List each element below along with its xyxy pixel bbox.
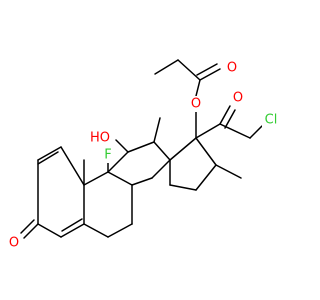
bond: [195, 164, 217, 191]
bond: [215, 164, 242, 179]
atom-labels: O HO F O O O Cl: [7, 60, 280, 251]
hydroxyl-group: HO: [87, 129, 113, 146]
bond: [195, 79, 201, 97]
bond: [107, 171, 133, 186]
atom-label-o: O: [227, 61, 237, 76]
bonds: [20, 59, 263, 239]
bond: [154, 59, 179, 75]
bond: [61, 218, 83, 232]
chlorine-atom: Cl: [262, 112, 280, 128]
bond: [23, 223, 39, 239]
atom-label-cl: Cl: [265, 113, 278, 128]
bond: [195, 123, 221, 139]
bond: [107, 151, 129, 173]
bond: [224, 109, 236, 129]
bond: [37, 151, 59, 165]
bond: [60, 223, 85, 238]
bond: [60, 146, 85, 186]
bond: [151, 159, 171, 179]
bond: [131, 177, 153, 186]
bond: [199, 68, 221, 81]
bond: [169, 137, 197, 161]
bond: [127, 141, 155, 153]
atom-label-ho: HO: [90, 131, 110, 146]
bond: [83, 171, 109, 186]
bond: [115, 139, 129, 153]
bond: [177, 59, 201, 81]
ketone-oxygen-ring-a: O: [7, 234, 21, 251]
bond: [219, 105, 231, 125]
atom-label-f: F: [104, 148, 111, 163]
bond: [195, 137, 217, 166]
bond: [20, 219, 35, 234]
molecule-structure: O HO F O O O Cl: [7, 59, 280, 251]
bond: [169, 184, 197, 191]
side-chain-ketone-oxygen: O: [231, 90, 245, 106]
bond: [153, 141, 171, 161]
bond: [37, 146, 62, 161]
fluorine-atom: F: [101, 147, 115, 163]
ester-carbonyl-oxygen: O: [225, 60, 239, 76]
ester-oxygen: O: [189, 96, 203, 112]
bond: [219, 123, 251, 139]
bond: [153, 117, 161, 143]
bond: [196, 63, 218, 76]
atom-label-o: O: [191, 97, 201, 112]
bond: [107, 223, 133, 238]
atom-label-o: O: [233, 91, 243, 106]
atom-label-o: O: [9, 236, 19, 251]
bond: [37, 223, 62, 238]
bond: [249, 125, 263, 139]
bond: [83, 223, 109, 238]
